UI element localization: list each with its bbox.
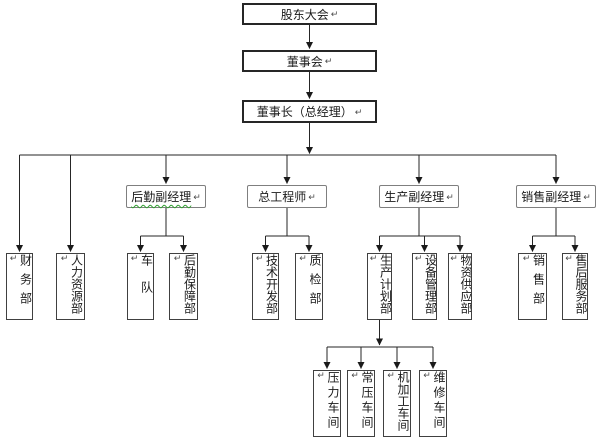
node-label: 维修车间	[432, 371, 446, 431]
paragraph-mark: ↵	[446, 192, 454, 203]
node-equipment-management-dept: 设备管理部↵	[412, 253, 437, 320]
node-sales-deputy-manager: 销售副经理↵	[516, 185, 596, 208]
node-label: 压力车间	[326, 371, 340, 431]
node-atmospheric-pressure-workshop: 常压车间↵	[347, 370, 375, 437]
paragraph-mark: ↵	[129, 254, 140, 279]
node-label: 常压车间	[360, 371, 374, 431]
node-sales-dept: 销售部↵	[518, 253, 547, 320]
node-label: 销售副经理	[521, 190, 582, 204]
paragraph-mark: ↵	[330, 10, 339, 20]
paragraph-mark: ↵	[386, 371, 396, 381]
node-tech-development-dept: 技术开发部↵	[252, 253, 279, 320]
node-board-of-directors: 董事会↵	[242, 50, 377, 72]
paragraph-mark: ↵	[254, 254, 265, 264]
node-quality-inspection-dept: 质检部↵	[295, 253, 323, 320]
node-finance-dept: 财务部↵	[6, 253, 33, 320]
node-label: 销售部	[531, 254, 546, 311]
node-logistics-deputy-manager: 后勤副经理↵	[126, 185, 206, 208]
paragraph-mark: ↵	[449, 254, 459, 264]
paragraph-mark: ↵	[350, 371, 360, 384]
paragraph-mark: ↵	[521, 254, 532, 271]
node-label: 董事会	[286, 54, 323, 69]
node-label: 财务部	[18, 254, 33, 311]
node-chairman-general-manager: 董事长（总经理）↵	[242, 100, 377, 123]
node-chief-engineer: 总工程师↵	[247, 185, 327, 208]
paragraph-mark: ↵	[316, 371, 326, 384]
paragraph-mark: ↵	[368, 254, 379, 264]
node-logistics-support-dept: 后勤保障部↵	[169, 253, 198, 320]
node-label: 售后服务部	[574, 254, 588, 314]
node-label: 股东大会	[280, 7, 329, 22]
node-label: 生产副经理	[384, 190, 445, 204]
node-production-planning-dept: 生产计划部↵	[367, 253, 392, 320]
node-label: 物资供应部	[459, 254, 472, 314]
paragraph-mark: ↵	[583, 192, 591, 203]
node-after-sales-service-dept: 售后服务部↵	[562, 253, 588, 320]
node-label: 人力资源部	[69, 254, 84, 314]
node-label: 总工程师	[258, 190, 307, 204]
node-material-supply-dept: 物资供应部↵	[448, 253, 472, 320]
paragraph-mark: ↵	[193, 192, 201, 203]
node-label: 后勤副经理	[131, 190, 192, 204]
paragraph-mark: ↵	[298, 254, 308, 271]
node-label: 车队	[139, 254, 154, 308]
node-label: 生产计划部	[378, 254, 392, 314]
node-label: 后勤保障部	[182, 254, 197, 314]
node-shareholders-meeting: 股东大会↵	[242, 3, 377, 25]
node-label: 设备管理部	[423, 254, 437, 314]
node-label: 机加工车间	[396, 371, 410, 431]
node-label: 技术开发部	[264, 254, 279, 314]
node-maintenance-workshop: 维修车间↵	[419, 370, 447, 437]
node-pressure-workshop: 压力车间↵	[313, 370, 341, 437]
paragraph-mark: ↵	[172, 254, 183, 264]
paragraph-mark: ↵	[564, 254, 574, 264]
paragraph-mark: ↵	[413, 254, 424, 264]
paragraph-mark: ↵	[422, 371, 432, 384]
paragraph-mark: ↵	[308, 192, 316, 203]
paragraph-mark: ↵	[8, 254, 19, 271]
node-production-deputy-manager: 生产副经理↵	[379, 185, 459, 208]
paragraph-mark: ↵	[59, 254, 70, 264]
paragraph-mark: ↵	[324, 57, 333, 67]
node-machining-workshop: 机加工车间↵	[383, 370, 411, 437]
node-label: 董事长（总经理）	[256, 105, 353, 119]
node-hr-dept: 人力资源部↵	[56, 253, 85, 320]
paragraph-mark: ↵	[354, 107, 363, 118]
node-label: 质检部	[308, 254, 322, 311]
node-fleet: 车队↵	[127, 253, 154, 320]
